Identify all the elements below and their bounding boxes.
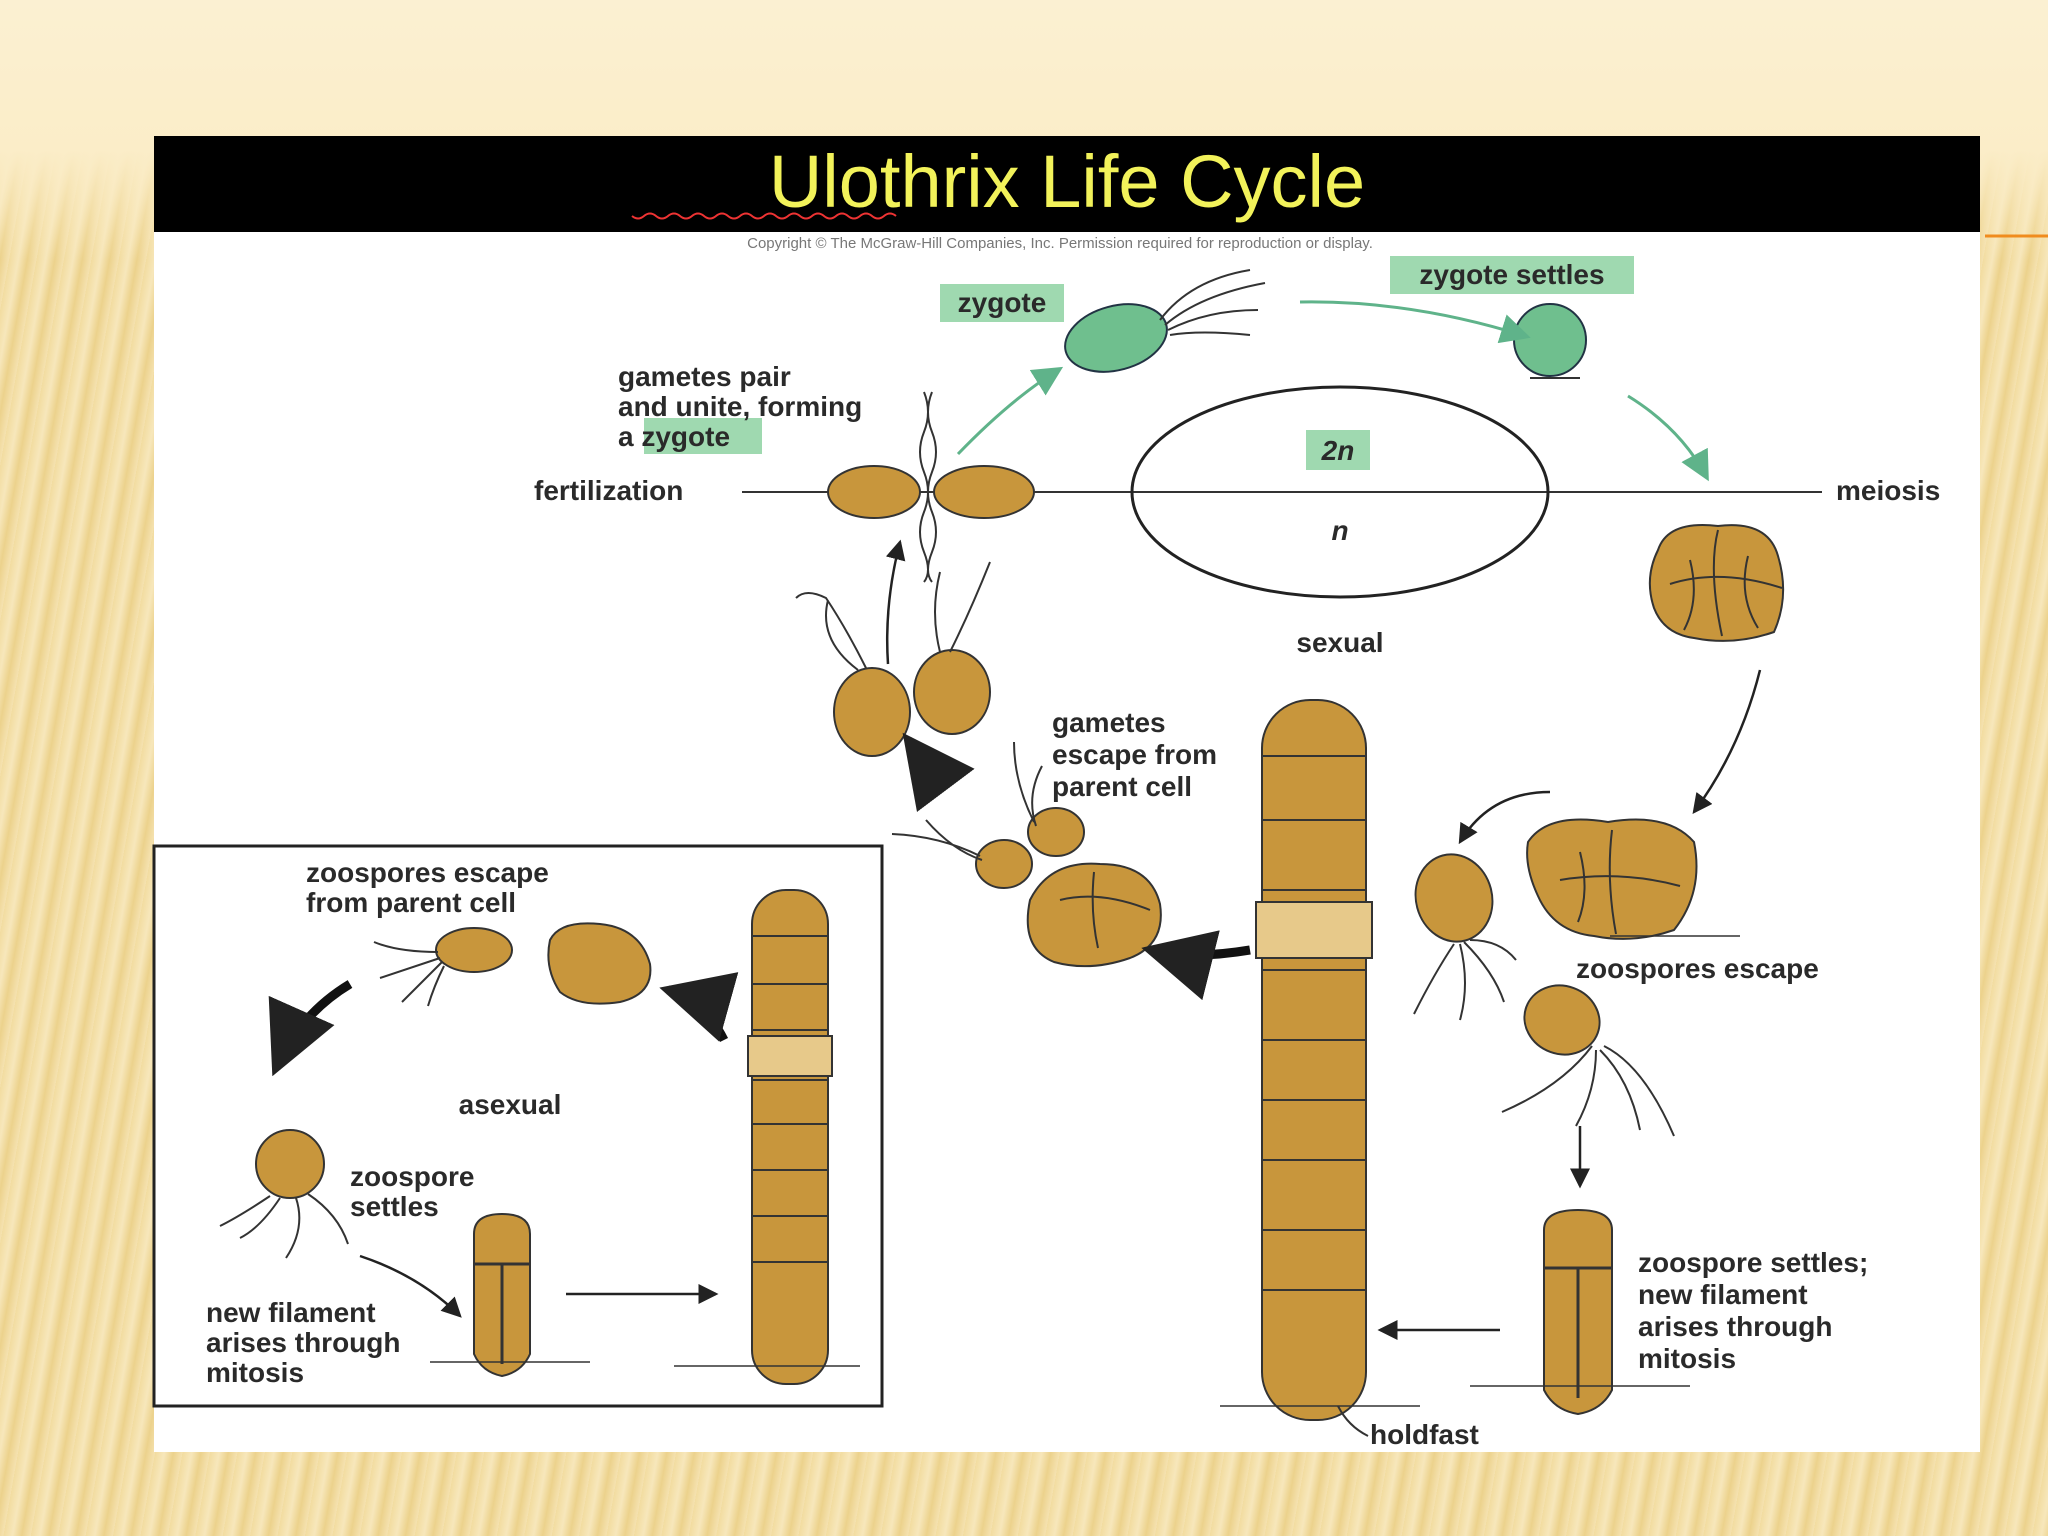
label-haploid: n <box>1331 515 1348 546</box>
label-gametes-pair-line-3: a zygote <box>618 421 730 452</box>
zygote-flagella <box>1159 269 1266 336</box>
label-new-filament-line-1: new filament <box>206 1297 376 1328</box>
zygote-inline-highlight <box>644 418 762 454</box>
label-gametes-pair-line-1: gametes pair <box>618 361 791 392</box>
label-zoospore-settles-line-1: zoospore <box>350 1161 474 1192</box>
swimming-gamete-2 <box>913 649 991 735</box>
label-fertilization: fertilization <box>534 475 683 506</box>
inset-arrow-filament-to-spores <box>659 972 739 1043</box>
asexual-inset-box <box>152 844 884 1408</box>
title-bar <box>154 136 1980 232</box>
inset-escaping-zoospore-flagella <box>373 941 445 1007</box>
meiosis-cell-divisions <box>1669 529 1783 637</box>
label-asexual: asexual <box>459 1089 562 1120</box>
inset-settling-zoospore <box>255 1129 325 1199</box>
label-gametes-pair-line-2: and unite, forming <box>618 391 862 422</box>
diploid-highlight <box>1306 430 1370 470</box>
settled-zygote-cell <box>1513 303 1587 377</box>
swimming-gametes-flagella <box>795 561 991 671</box>
label-sexual: sexual <box>1296 627 1383 658</box>
label-meiosis: meiosis <box>1836 475 1940 506</box>
arrow-to-fertilization <box>885 539 906 665</box>
inset-filament <box>751 889 829 1385</box>
label-new-filament-line-2: arises through <box>206 1327 400 1358</box>
label-zoospore-settles-mitosis-line-4: mitosis <box>1638 1343 1736 1374</box>
label-holdfast: holdfast <box>1370 1419 1479 1450</box>
label-diploid: 2n <box>1321 435 1355 466</box>
label-zoospore-settles-mitosis-line-3: arises through <box>1638 1311 1832 1342</box>
zoospore-right-upper <box>1414 853 1494 943</box>
inset-young-filament-detail <box>474 1262 530 1364</box>
label-zoospores-escape: zoospores escape <box>1576 953 1819 984</box>
label-new-filament-line-3: mitosis <box>206 1357 304 1388</box>
escaping-gametes-flagella <box>891 741 1043 861</box>
escaping-gamete-2 <box>1027 807 1085 857</box>
label-zoospore-settles-line-2: settles <box>350 1191 439 1222</box>
label-zygote: zygote <box>958 287 1047 318</box>
inset-open-parent-cell <box>547 922 652 1005</box>
arrow-settles-to-meiosis <box>1627 394 1709 482</box>
zoospore-right-lower-flagella <box>1501 1045 1675 1137</box>
label-zoospore-settles-mitosis-line-2: new filament <box>1638 1279 1808 1310</box>
label-gametes-escape-line-3: parent cell <box>1052 771 1192 802</box>
arrow-zoospores-released <box>1458 790 1551 845</box>
main-filament-gametangium <box>1255 901 1373 959</box>
fusing-gamete-left <box>827 465 921 519</box>
main-filament-cell-walls <box>1262 755 1366 1291</box>
spellcheck-underline <box>631 212 897 220</box>
inset-arrow-spore-down <box>268 980 353 1077</box>
young-filament-right-detail <box>1544 1266 1612 1398</box>
swimming-gamete-1 <box>833 667 911 757</box>
label-gametes-escape-line-2: escape from <box>1052 739 1217 770</box>
zoospore-right-lower <box>1523 984 1601 1056</box>
zygote-highlight <box>940 284 1064 322</box>
fusing-gametes-flagella <box>919 391 937 583</box>
zygote-settles-highlight <box>1390 256 1634 294</box>
copyright-notice: Copyright © The McGraw-Hill Companies, I… <box>747 235 1373 252</box>
arrow-filament-to-gametes <box>1141 930 1251 1001</box>
open-zoospore-cell-lines <box>1559 829 1681 935</box>
fusing-gamete-right <box>933 465 1035 519</box>
label-zygote-settles: zygote settles <box>1419 259 1604 290</box>
zoospore-right-upper-flagella <box>1413 939 1517 1021</box>
arrow-fertilization-to-zygote <box>956 366 1064 456</box>
arrow-meiosis-down <box>1692 669 1762 815</box>
label-gametes-escape-line-1: gametes <box>1052 707 1166 738</box>
inset-filament-cell-walls <box>752 935 828 1263</box>
inset-escaping-zoospore <box>435 927 513 973</box>
holdfast-pointer <box>1337 1405 1369 1437</box>
slide-title: Ulothrix Life Cycle <box>769 140 1365 223</box>
escaping-gamete-1 <box>975 839 1033 889</box>
ploidy-cycle-ellipse <box>1130 385 1550 599</box>
label-zoospores-escape-parent-line-2: from parent cell <box>306 887 516 918</box>
inset-filament-sporangium <box>747 1035 833 1077</box>
open-zoospore-parent-cell <box>1526 818 1698 940</box>
main-filament <box>1261 699 1367 1421</box>
inset-settling-zoospore-flagella <box>219 1193 349 1259</box>
gamete-parent-cell-lines <box>1059 871 1151 949</box>
label-zoospores-escape-parent-line-1: zoospores escape <box>306 857 549 888</box>
label-zoospore-settles-mitosis-line-1: zoospore settles; <box>1638 1247 1868 1278</box>
inset-arrow-settles-to-young <box>359 1254 462 1318</box>
arrow-gametes-up <box>902 732 975 812</box>
arrow-zygote-to-settles <box>1299 300 1531 344</box>
